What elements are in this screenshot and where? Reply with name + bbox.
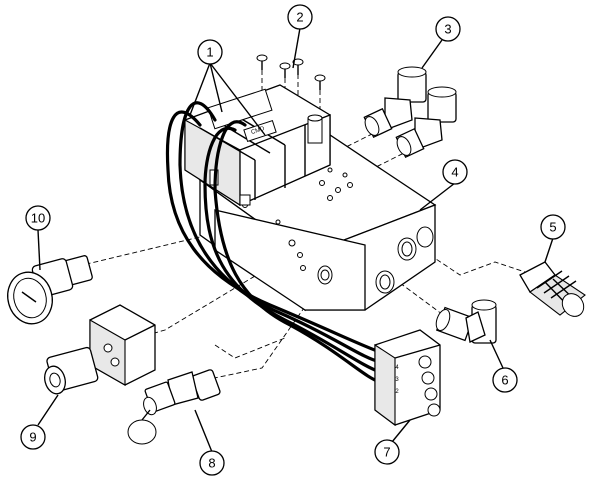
mounting-screws <box>256 54 326 90</box>
callout-4: 4 <box>442 159 468 185</box>
screw <box>292 58 304 75</box>
connector-pin-label: 4 <box>395 365 399 371</box>
wire-harness <box>165 101 382 384</box>
callout-number: 2 <box>296 10 303 25</box>
pressure-gauge <box>7 255 93 325</box>
electrical-connector: 4 3 2 <box>374 329 441 427</box>
callout-9: 9 <box>20 424 46 450</box>
callout-number: 5 <box>549 220 556 235</box>
callout-number: 4 <box>451 165 458 180</box>
callout-1: 1 <box>197 39 223 65</box>
callout-2: 2 <box>287 4 313 30</box>
solenoid-valve-stack: CMD <box>184 84 331 207</box>
elbow-fitting-side <box>435 299 497 344</box>
callout-5: 5 <box>540 214 566 240</box>
callout-leaders <box>37 27 554 453</box>
callout-number: 10 <box>31 211 45 226</box>
valve-label-text: CMD <box>251 126 266 136</box>
callout-number: 9 <box>29 430 36 445</box>
screw <box>314 74 326 90</box>
callout-7: 7 <box>374 439 400 465</box>
callout-number: 8 <box>208 456 215 471</box>
callout-number: 7 <box>383 445 390 460</box>
callout-3: 3 <box>435 16 461 42</box>
screw <box>256 54 268 70</box>
callout-8: 8 <box>199 450 225 476</box>
screw <box>279 62 291 78</box>
callout-6: 6 <box>492 367 518 393</box>
callout-10: 10 <box>25 205 51 231</box>
elbow-fitting-lower <box>395 86 457 159</box>
callout-number: 1 <box>206 45 213 60</box>
elbow-fitting-upper <box>363 66 427 139</box>
exhaust-muffler <box>519 261 586 317</box>
callout-number: 3 <box>444 22 451 37</box>
safety-valve <box>127 369 221 445</box>
callout-number: 6 <box>501 373 508 388</box>
connector-pin-label: 2 <box>395 389 399 395</box>
connector-pin-label: 3 <box>395 377 399 383</box>
pressure-switch <box>44 304 156 395</box>
